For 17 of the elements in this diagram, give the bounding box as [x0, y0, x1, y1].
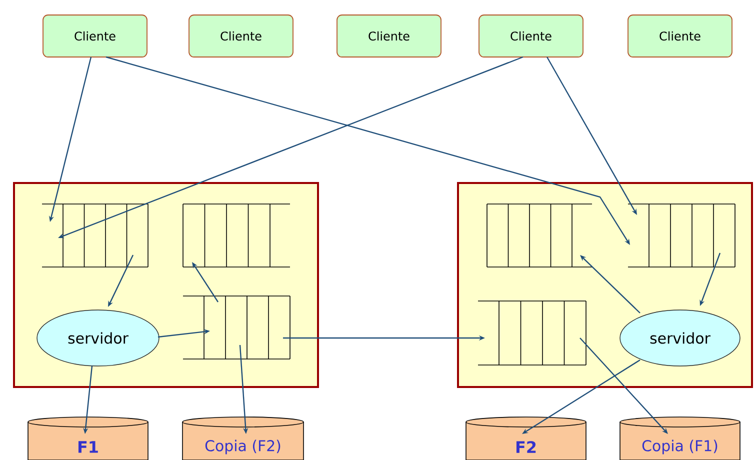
storage-cylinder: Copia (F1): [620, 416, 740, 460]
queue: [182, 204, 290, 268]
storage-cylinder: F1: [28, 416, 148, 460]
client-box: Cliente: [478, 14, 584, 58]
queue: [628, 204, 736, 268]
storage-cylinder: Copia (F2): [182, 416, 304, 460]
queue: [182, 296, 290, 360]
client-box: Cliente: [336, 14, 442, 58]
client-box: Cliente: [42, 14, 148, 58]
queue: [486, 204, 592, 268]
arrow: [580, 255, 640, 314]
storage-cylinder: F2: [466, 416, 586, 460]
queue: [42, 204, 148, 268]
arrow: [580, 338, 668, 434]
client-box: Cliente: [188, 14, 294, 58]
queue: [478, 300, 586, 366]
client-box: Cliente: [628, 14, 732, 58]
